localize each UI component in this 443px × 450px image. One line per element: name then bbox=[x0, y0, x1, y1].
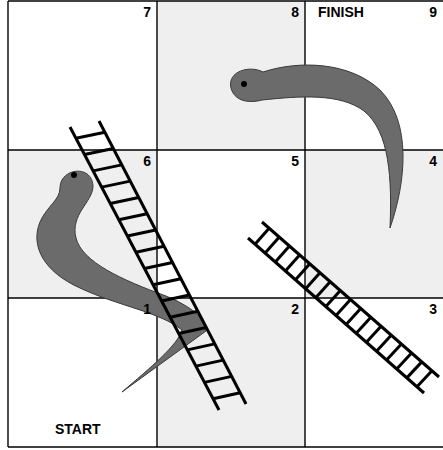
board-square: 2 bbox=[157, 298, 305, 447]
ladder-rung bbox=[179, 328, 207, 334]
ladder-rung bbox=[376, 335, 391, 351]
ladder-rung bbox=[76, 132, 105, 138]
ladder-rung bbox=[145, 263, 173, 269]
ladder-rung bbox=[85, 149, 114, 155]
square-number: 5 bbox=[291, 154, 299, 169]
board-square: 8 bbox=[157, 1, 305, 150]
ladder-rung bbox=[397, 353, 412, 369]
ladder-rung bbox=[306, 273, 320, 289]
ladder-rung bbox=[407, 362, 422, 378]
ladder bbox=[70, 121, 246, 410]
grid-line bbox=[8, 0, 443, 1]
snake-eye bbox=[241, 81, 247, 87]
ladder-rung bbox=[346, 308, 361, 324]
grid-line bbox=[8, 446, 443, 447]
grid-lines bbox=[8, 1, 443, 447]
ladder-rung bbox=[356, 317, 371, 333]
ladder-rung bbox=[316, 282, 330, 298]
grid-line bbox=[156, 1, 157, 447]
ladder-rung bbox=[127, 230, 155, 236]
board-square: 5 bbox=[157, 150, 305, 298]
square-number: 9 bbox=[429, 5, 437, 20]
board-square: FINISH 9 bbox=[305, 1, 443, 150]
ladder-rung bbox=[285, 255, 299, 271]
ladder-rung bbox=[296, 264, 310, 280]
ladder-rung bbox=[387, 344, 402, 360]
square-number: 6 bbox=[143, 154, 151, 169]
board-square: 7 bbox=[8, 1, 157, 150]
ladder-rung bbox=[255, 228, 269, 244]
square-number: 2 bbox=[291, 302, 299, 317]
grid-line bbox=[8, 149, 443, 150]
board-square: 1START bbox=[8, 298, 157, 447]
ladder-rung bbox=[153, 279, 181, 285]
ladder-rung bbox=[110, 197, 138, 203]
ladder-rung bbox=[213, 393, 240, 399]
ladder-rung bbox=[275, 246, 289, 262]
board-square: 4 bbox=[305, 150, 443, 298]
square-number: 1 bbox=[143, 302, 151, 317]
ladder-rung bbox=[162, 295, 190, 301]
ladder-rail bbox=[262, 222, 439, 377]
snake bbox=[37, 171, 206, 392]
board-square: 3 bbox=[305, 298, 443, 447]
square-label: FINISH bbox=[318, 5, 364, 20]
ladder-rung bbox=[336, 300, 351, 316]
ladder-rung bbox=[93, 165, 122, 171]
snake bbox=[231, 65, 403, 228]
snake-eye bbox=[71, 172, 77, 178]
snake-body bbox=[231, 65, 403, 228]
ladder-rung bbox=[102, 181, 131, 187]
square-label: START bbox=[55, 422, 101, 437]
ladder-rung bbox=[204, 376, 231, 382]
ladder-rung bbox=[119, 214, 147, 220]
snake-body bbox=[37, 171, 206, 392]
ladder-rail bbox=[70, 127, 219, 410]
grid-line bbox=[7, 1, 8, 447]
ladder-rung bbox=[136, 246, 164, 252]
ladder bbox=[248, 222, 439, 393]
square-number: 8 bbox=[291, 5, 299, 20]
ladder-rail bbox=[99, 121, 246, 404]
cell-grounds bbox=[8, 1, 443, 447]
ladder-rung bbox=[187, 344, 214, 350]
board-square: 6 bbox=[8, 150, 157, 298]
ladder-rung bbox=[170, 311, 198, 317]
ladder-rung bbox=[366, 326, 381, 342]
ladder-rung bbox=[417, 371, 432, 387]
square-number: 7 bbox=[143, 5, 151, 20]
square-number: 3 bbox=[429, 302, 437, 317]
ladder-rung bbox=[265, 237, 279, 253]
square-number: 4 bbox=[429, 154, 437, 169]
ladder-rail bbox=[248, 238, 424, 393]
ladder-rung bbox=[196, 360, 223, 366]
ladder-rung bbox=[326, 291, 340, 307]
grid-line bbox=[8, 297, 443, 298]
